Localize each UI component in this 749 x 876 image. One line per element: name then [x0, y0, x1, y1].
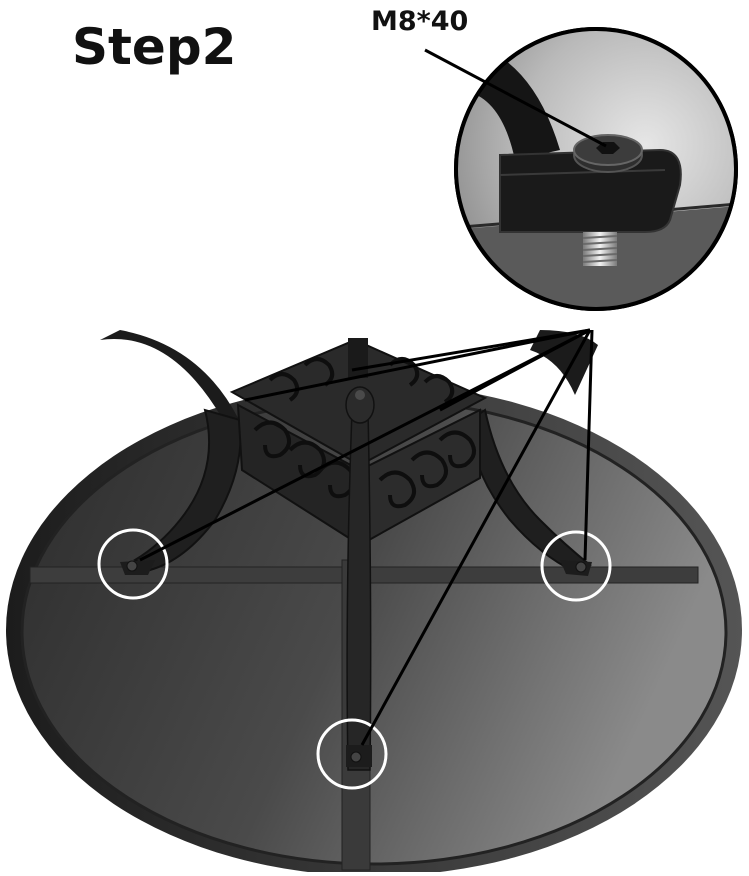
highlight-circle-left: [97, 528, 169, 600]
highlight-circle-center: [316, 718, 388, 790]
zoom-callout: [454, 27, 738, 311]
bolt-spec-label: M8*40: [371, 6, 469, 37]
step-title: Step2: [72, 18, 237, 76]
highlight-circle-right: [540, 530, 612, 602]
bolt-center: [346, 745, 372, 767]
label-leader-line: [424, 48, 607, 148]
bolt-right: [560, 560, 592, 576]
leader-lines: [139, 328, 594, 746]
bolt-left: [120, 560, 155, 575]
